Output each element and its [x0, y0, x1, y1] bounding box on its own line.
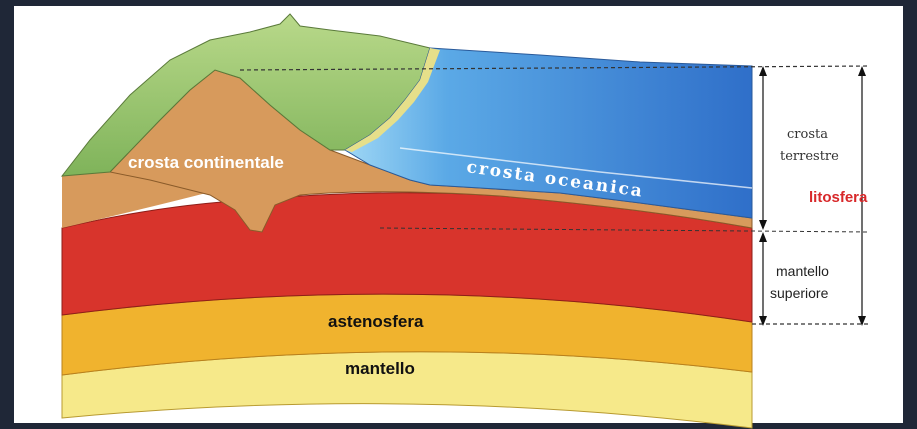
lithosphere-arrow-top-head	[858, 66, 866, 76]
crust-arrow-top-head	[759, 66, 767, 76]
asthenosphere-label: astenosfera	[328, 312, 424, 331]
upper-mantle-arrow-top-head	[759, 232, 767, 242]
upper-mantle-label-line1: mantello	[776, 263, 829, 279]
mantle-label: mantello	[345, 359, 415, 378]
lithosphere-label: litosfera	[809, 189, 868, 206]
earth-crust-label-line1: crosta	[787, 127, 828, 142]
continental-crust-label: crosta continentale	[128, 153, 284, 172]
earth-crust-label-line2: terrestre	[780, 149, 839, 164]
upper-mantle-label-line2: superiore	[770, 285, 829, 301]
crust-arrow-bottom-head	[759, 220, 767, 230]
